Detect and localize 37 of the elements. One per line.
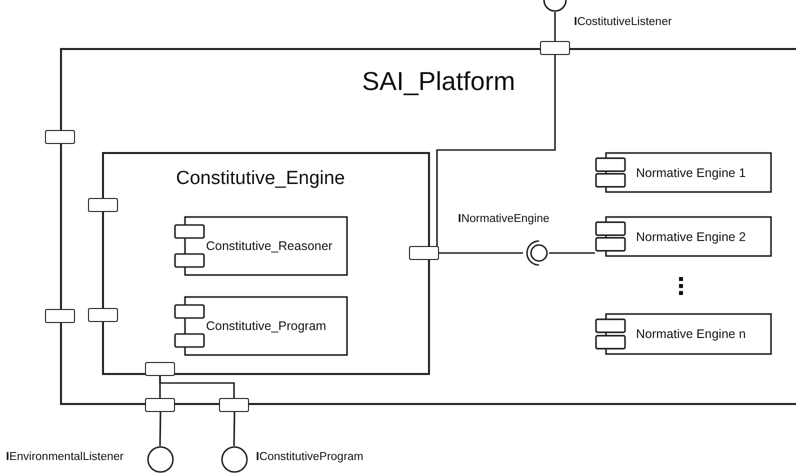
component-label: Normative Engine n (636, 327, 746, 341)
port-box (88, 198, 118, 212)
port-box (145, 362, 175, 376)
port-box (409, 246, 439, 260)
component-box (595, 152, 772, 193)
connector-line (159, 412, 162, 446)
port-box (45, 309, 75, 323)
connector-line (159, 376, 235, 398)
provided-interface-circle (221, 446, 248, 473)
component-label: Normative Engine 1 (636, 166, 746, 180)
component-box (174, 296, 348, 356)
connector-line (439, 252, 523, 254)
port-box (145, 398, 175, 412)
interface-label: ICostitutiveListener (574, 16, 672, 28)
component-box (595, 216, 772, 257)
interface-label: INormativeEngine (458, 213, 550, 225)
interface-label: IEnvironmentalListener (6, 451, 124, 463)
container-title: SAI_Platform (362, 66, 516, 97)
component-box (174, 216, 348, 276)
required-interface-socket (543, 0, 567, 12)
component-container-box (102, 152, 430, 375)
connector-line (233, 412, 236, 446)
component-box (595, 313, 772, 355)
port-box (88, 308, 118, 322)
port-box (540, 41, 570, 55)
connector-line (554, 12, 556, 41)
component-label: Normative Engine 2 (636, 230, 746, 244)
port-box (219, 398, 249, 412)
container-title: Constitutive_Engine (176, 168, 345, 190)
system-boundary-box (60, 48, 796, 405)
component-label: Constitutive_Program (206, 319, 326, 333)
provided-interface-circle (147, 446, 174, 473)
interface-label: IConstitutiveProgram (256, 451, 364, 463)
connector-line (436, 55, 556, 246)
component-label: Constitutive_Reasoner (206, 239, 332, 253)
port-box (45, 130, 75, 144)
connector-line (549, 252, 595, 254)
